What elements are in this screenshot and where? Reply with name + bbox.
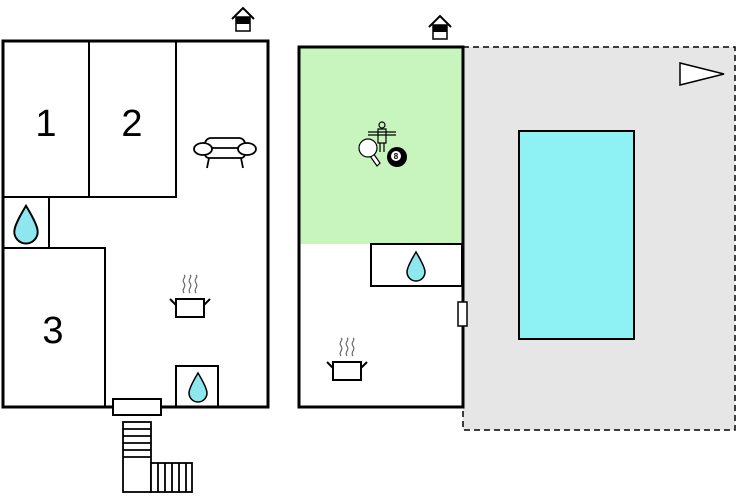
billiard-ball-icon: 8	[387, 147, 407, 167]
house-icon	[231, 7, 255, 32]
right-building: 8	[297, 15, 468, 409]
room-1-label: 1	[35, 103, 56, 145]
table-tennis-icon	[358, 138, 381, 167]
swimming-pool	[518, 130, 635, 340]
left-building: 1 2 3	[1, 7, 270, 493]
side-door	[457, 301, 468, 327]
foosball-icon	[368, 121, 396, 152]
billiard-ball-number: 8	[394, 152, 399, 161]
entrance-door	[112, 398, 162, 416]
room-2-label: 2	[121, 103, 142, 145]
cooking-pot-icon	[326, 337, 368, 381]
sofa-icon	[193, 137, 257, 169]
terrace	[462, 46, 736, 431]
stairs-icon	[122, 421, 193, 493]
flag-icon	[679, 62, 725, 86]
room-3-label: 3	[42, 310, 63, 352]
house-icon	[428, 15, 452, 40]
